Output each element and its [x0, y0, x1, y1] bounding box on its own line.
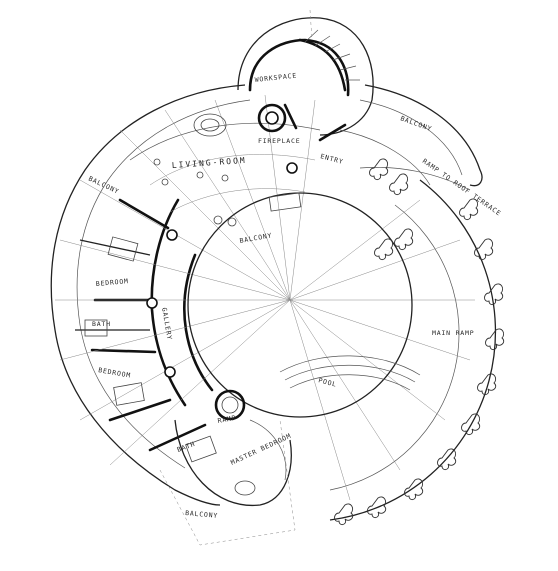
columns: [146, 162, 298, 378]
upper-balcony: [318, 84, 483, 187]
label-balcony-left: BALCONY: [87, 175, 120, 196]
label-bedroom-lower: BEDROOM: [98, 366, 132, 380]
furniture: [84, 113, 302, 496]
label-master-bedroom: MASTER BEDROOM: [229, 432, 292, 467]
vegetation: [334, 158, 505, 526]
label-entry: ENTRY: [319, 152, 344, 166]
label-bedroom-upper: BEDROOM: [95, 277, 129, 288]
label-fireplace: FIREPLACE: [258, 137, 300, 145]
building-outline: [50, 84, 251, 506]
radial-lines: [55, 94, 475, 501]
label-pool: POOL: [317, 376, 337, 389]
site-lines: [159, 9, 313, 546]
label-ramp-lower: RAMP: [217, 414, 237, 425]
outer-ring: [329, 167, 497, 521]
master-bedroom-turret: [174, 389, 292, 507]
central-court: [187, 192, 421, 418]
label-balcony-bottom: BALCONY: [185, 509, 219, 520]
label-balcony-top: BALCONY: [399, 114, 433, 133]
label-gallery: GALLERY: [160, 307, 174, 341]
label-living-room: LIVING-ROOM: [172, 156, 247, 170]
label-main-ramp: MAIN RAMP: [432, 329, 474, 337]
label-workspace: WORKSPACE: [254, 72, 297, 84]
room-labels: WORKSPACE LIVING-ROOM FIREPLACE BALCONY …: [87, 72, 503, 520]
label-bath-upper: BATH: [92, 320, 111, 328]
label-balcony-inner: BALCONY: [239, 231, 273, 245]
